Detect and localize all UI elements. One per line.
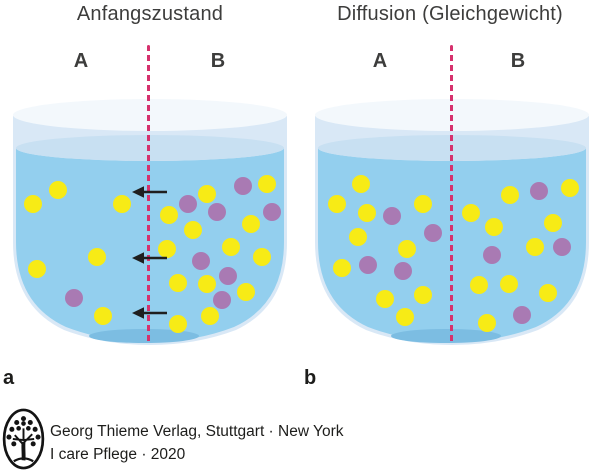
yellow-particle — [539, 284, 557, 302]
yellow-particle — [470, 276, 488, 294]
series-line: I care Pflege · 2020 — [50, 446, 186, 463]
purple-particle — [263, 203, 281, 221]
purple-particle — [513, 306, 531, 324]
yellow-particle — [462, 204, 480, 222]
yellow-particle — [222, 238, 240, 256]
yellow-particle — [237, 283, 255, 301]
yellow-particle — [358, 204, 376, 222]
purple-particle — [483, 246, 501, 264]
bowl-shadow — [89, 329, 199, 343]
yellow-particle — [478, 314, 496, 332]
yellow-particle — [414, 286, 432, 304]
yellow-particle — [253, 248, 271, 266]
purple-particle — [359, 256, 377, 274]
yellow-particle — [88, 248, 106, 266]
purple-particle — [234, 177, 252, 195]
region-label-a-left: A — [73, 50, 89, 72]
yellow-particle — [49, 181, 67, 199]
yellow-particle — [501, 186, 519, 204]
yellow-particle — [485, 218, 503, 236]
yellow-particle — [328, 195, 346, 213]
region-label-b-left: A — [372, 50, 388, 72]
purple-particle — [383, 207, 401, 225]
yellow-particle — [526, 238, 544, 256]
yellow-particle — [349, 228, 367, 246]
publisher-credit: Georg Thieme Verlag, Stuttgart · New Yor… — [50, 420, 344, 466]
yellow-particle — [160, 206, 178, 224]
diffusion-arrow-left-icon — [132, 307, 167, 319]
purple-particle — [192, 252, 210, 270]
purple-particle — [213, 291, 231, 309]
region-label-a-right: B — [210, 50, 226, 72]
diffusion-arrow-left-icon — [132, 252, 167, 264]
yellow-particle — [544, 214, 562, 232]
yellow-particle — [561, 179, 579, 197]
purple-particle — [65, 289, 83, 307]
yellow-particle — [414, 195, 432, 213]
yellow-particle — [396, 308, 414, 326]
purple-particle — [179, 195, 197, 213]
diffusion-arrow-left-icon — [132, 186, 167, 198]
panel-a-title: Anfangszustand — [76, 3, 224, 25]
thieme-tree-logo — [2, 408, 45, 470]
yellow-particle — [24, 195, 42, 213]
yellow-particle — [201, 307, 219, 325]
publisher-line: Georg Thieme Verlag, Stuttgart · New Yor… — [50, 423, 344, 440]
panel-letter-b: b — [304, 367, 317, 389]
yellow-particle — [158, 240, 176, 258]
purple-particle — [530, 182, 548, 200]
yellow-particle — [242, 215, 260, 233]
water-surface — [16, 135, 284, 161]
purple-particle — [208, 203, 226, 221]
yellow-particle — [169, 274, 187, 292]
panel-letter-a: a — [3, 367, 15, 389]
yellow-particle — [352, 175, 370, 193]
panel-b-title: Diffusion (Gleichgewicht) — [337, 3, 563, 25]
beaker-rim — [13, 99, 287, 131]
yellow-particle — [28, 260, 46, 278]
yellow-particle — [258, 175, 276, 193]
yellow-particle — [398, 240, 416, 258]
membrane-dashed-line-a — [147, 45, 150, 343]
yellow-particle — [169, 315, 187, 333]
yellow-particle — [333, 259, 351, 277]
yellow-particle — [198, 275, 216, 293]
purple-particle — [553, 238, 571, 256]
purple-particle — [219, 267, 237, 285]
yellow-particle — [376, 290, 394, 308]
purple-particle — [394, 262, 412, 280]
yellow-particle — [113, 195, 131, 213]
region-label-b-right: B — [510, 50, 526, 72]
purple-particle — [424, 224, 442, 242]
yellow-particle — [500, 275, 518, 293]
yellow-particle — [94, 307, 112, 325]
yellow-particle — [184, 221, 202, 239]
membrane-dashed-line-b — [450, 45, 453, 343]
bowl-shadow — [391, 329, 501, 343]
yellow-particle — [198, 185, 216, 203]
